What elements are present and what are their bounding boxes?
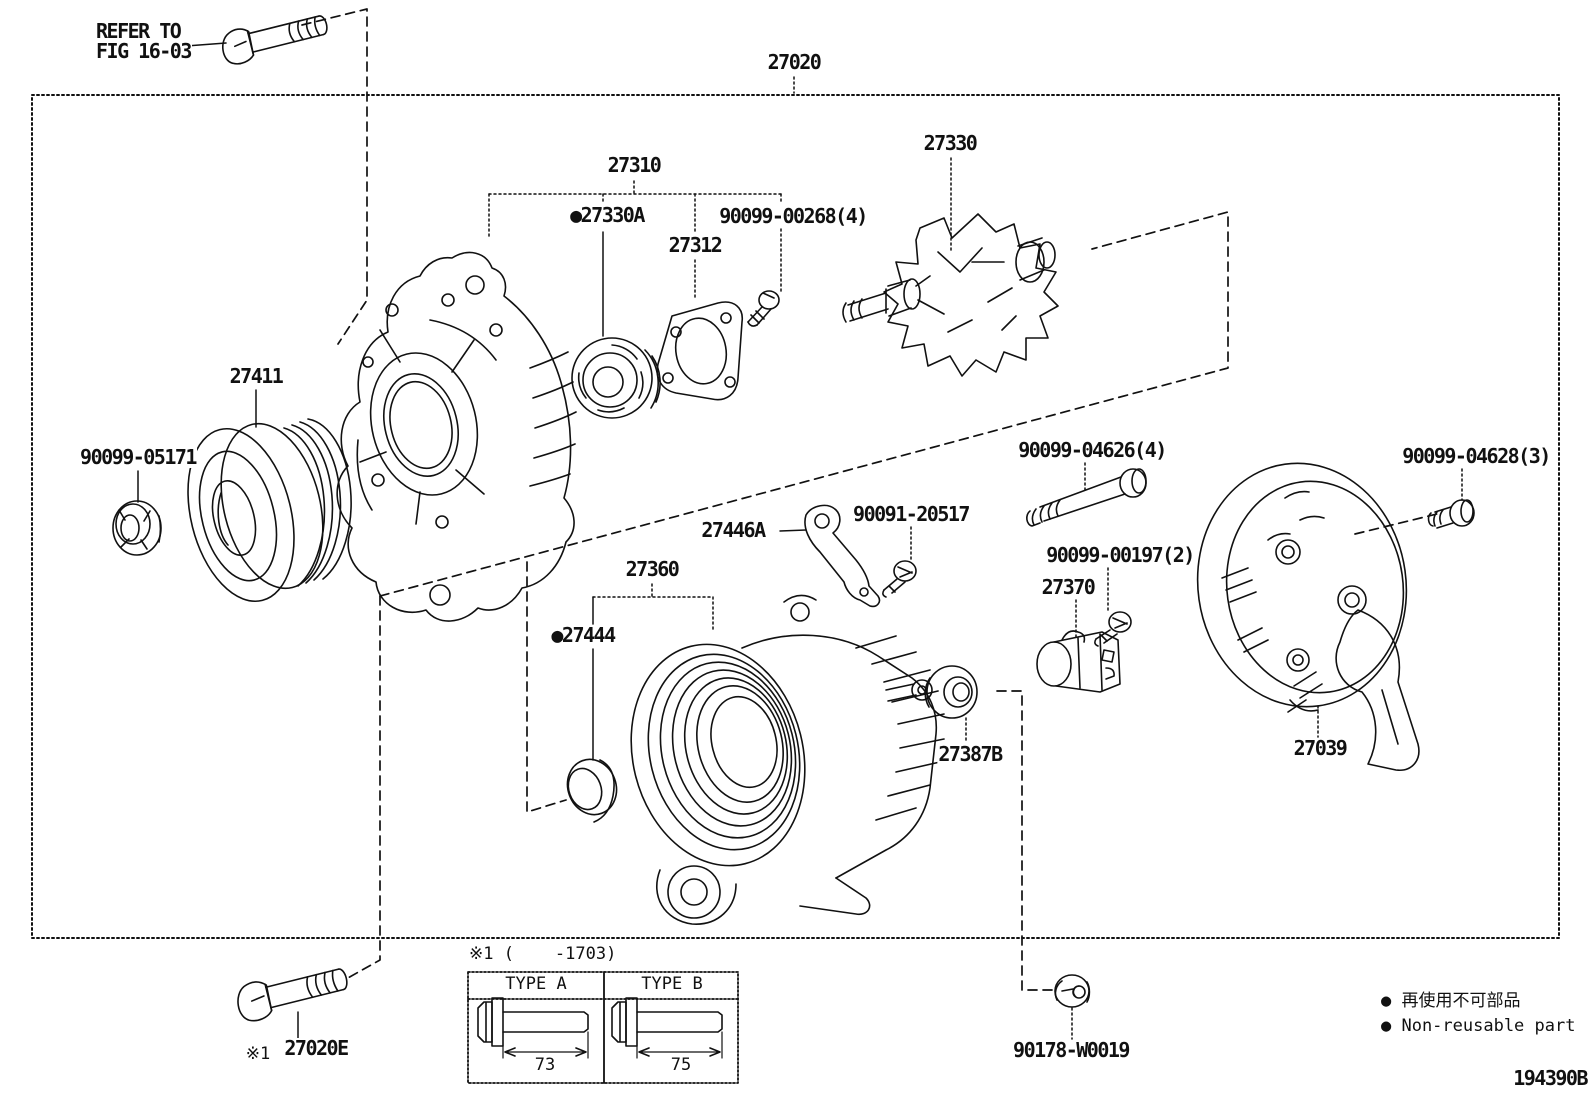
brush-holder-27370-drawing xyxy=(1036,630,1121,693)
cap-27444-drawing xyxy=(566,758,618,823)
type-table xyxy=(467,971,739,1084)
screw-90099-00197-drawing xyxy=(1094,611,1132,647)
bolt-90099-04626-drawing xyxy=(1026,468,1147,527)
rear-cover-27039-drawing xyxy=(1196,462,1420,771)
assembly-axis-dashed-lines xyxy=(301,8,1442,991)
grommet-27387B-drawing xyxy=(924,665,978,719)
bolt-90099-00268-drawing xyxy=(747,290,780,327)
leader-lines-dotted xyxy=(488,76,1463,1040)
nut-90099-05171-drawing xyxy=(112,500,162,556)
assembly-boundary-box xyxy=(31,94,1560,939)
rotor-27330-drawing xyxy=(842,213,1059,377)
rear-housing-27360-drawing xyxy=(630,594,945,925)
pulley-27411-drawing xyxy=(187,418,352,603)
bolt-90099-04628-drawing xyxy=(1427,499,1475,529)
screw-90091-20517-drawing xyxy=(882,560,917,598)
nut-90178-W0019-drawing xyxy=(1054,974,1091,1008)
refer-bolt-drawing xyxy=(222,15,328,65)
bearing-27330A-drawing xyxy=(571,337,661,419)
leader-lines-solid xyxy=(137,42,807,1041)
front-bracket-27310-drawing xyxy=(336,251,577,622)
bolt-27020E-drawing xyxy=(237,968,348,1022)
strap-27446A-drawing xyxy=(804,504,881,608)
type-a-bolt-drawing xyxy=(477,997,589,1059)
type-b-bolt-drawing xyxy=(611,997,723,1059)
retainer-plate-27312-drawing xyxy=(656,301,743,401)
